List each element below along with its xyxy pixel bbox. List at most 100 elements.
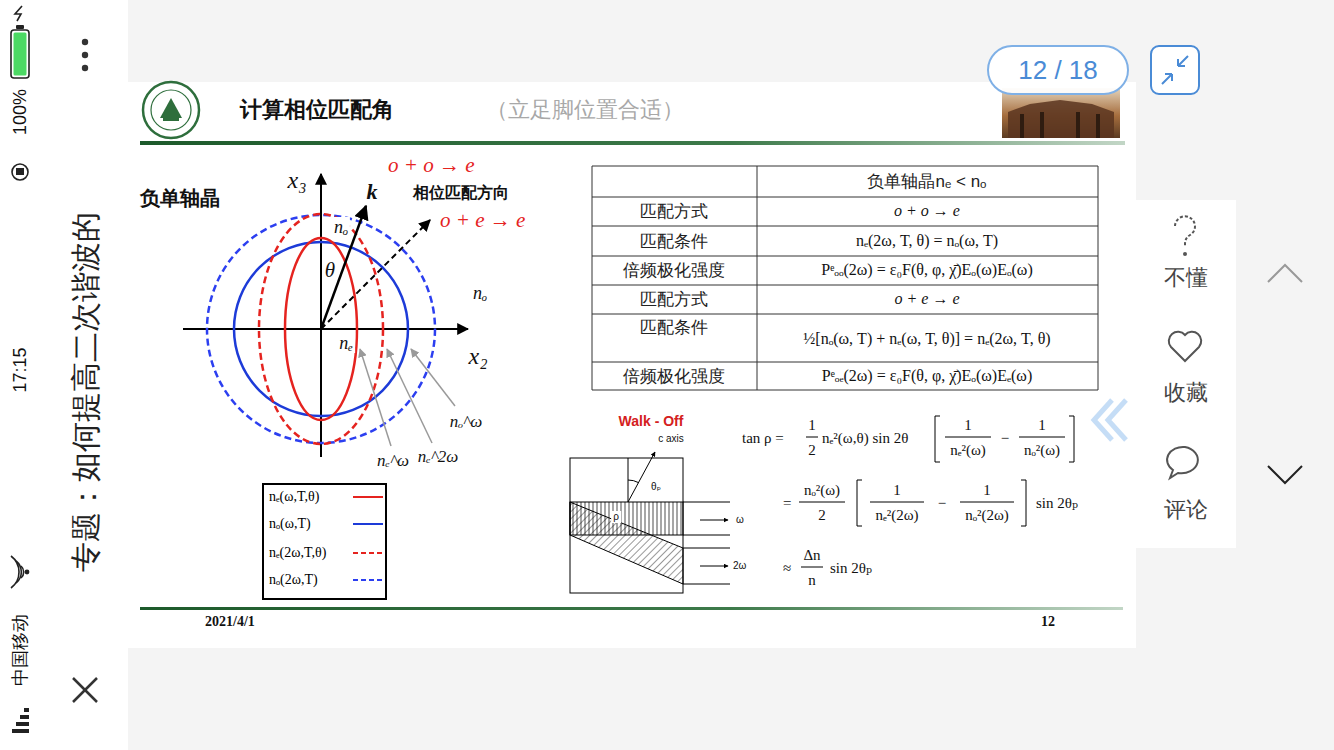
status-icons <box>14 33 27 76</box>
collapse-button <box>1162 74 1172 84</box>
table-cell: 匹配条件 <box>640 233 708 250</box>
walk-off-figure <box>628 452 655 502</box>
curve-label: nₑ^2ω <box>416 447 461 466</box>
formula-term: nₑ²(ω,θ) sin 2θ <box>822 431 908 446</box>
table-cell: Pᵉₒₑ(2ω) = ε₀F(θ, φ, χ̄)Eₒ(ω)Eₑ(ω) <box>822 368 1032 384</box>
legend-sample <box>352 570 384 590</box>
formula-term: 1 <box>1038 418 1046 433</box>
angle-label: θ <box>323 259 337 282</box>
vector-label: k <box>365 180 380 204</box>
collapse-button <box>1151 46 1199 94</box>
node-text: 收藏 <box>1164 382 1208 404</box>
formula-term: sin 2θₚ <box>1036 496 1078 511</box>
formula-rule <box>857 480 862 526</box>
legend-row: nₑ(2ω,T,θ) <box>264 543 385 563</box>
formula-rule <box>1069 416 1074 462</box>
header-photo <box>1076 112 1080 138</box>
status-icons <box>15 6 22 21</box>
table-grid <box>592 256 1098 257</box>
formula-term: sin 2θₚ <box>830 561 872 576</box>
process-label: o + o → e <box>388 155 475 176</box>
university-logo <box>163 118 179 121</box>
formula-rule <box>1019 437 1065 438</box>
formula-term: ≈ <box>783 561 791 576</box>
legend-text: nₒ(2ω,T) <box>269 573 318 587</box>
index-label: nₒ <box>471 283 489 303</box>
leader-line <box>360 349 391 446</box>
side-panel <box>1183 252 1187 256</box>
background <box>128 82 1136 648</box>
index-label: nₑ <box>337 333 355 353</box>
formula-term: nₒ²(2ω) <box>965 508 1009 523</box>
walk-off-figure <box>570 452 730 593</box>
table-cell: o + e → e <box>895 291 960 307</box>
legend-row: nₑ(ω,T,θ) <box>264 487 385 507</box>
header-photo <box>1008 100 1114 138</box>
collapse-button <box>1151 46 1199 94</box>
header-photo <box>1002 88 1120 138</box>
formula-term: tan ρ = <box>742 431 784 446</box>
status-icons <box>12 164 28 180</box>
walk-off-figure <box>570 502 683 584</box>
leader-line <box>387 349 432 443</box>
formula-rule <box>870 502 924 503</box>
action-panel: 不懂收藏评论 <box>1136 200 1236 548</box>
formula-rule <box>935 416 940 462</box>
table-cell: 匹配方式 <box>640 203 708 220</box>
status-icons <box>24 708 29 712</box>
menu-icon <box>82 65 88 71</box>
formula-term: − <box>1001 431 1009 446</box>
page-number: 12 <box>1041 615 1055 629</box>
header-photo <box>1096 114 1100 138</box>
formula-term: 1 <box>983 483 991 498</box>
walk-off-figure <box>683 548 730 549</box>
legend-row: nₒ(ω,T) <box>264 514 385 534</box>
table-cell: o + o → e <box>894 203 960 219</box>
status-icons <box>11 30 29 78</box>
title-note: （立足脚位置合适） <box>486 99 684 121</box>
angle-label: θₚ <box>649 481 663 493</box>
close-icon <box>73 678 97 702</box>
axis-label: x₂ <box>467 343 490 369</box>
legend-sample <box>352 543 384 563</box>
side-panel <box>1169 332 1201 361</box>
university-logo <box>143 82 199 138</box>
header-photo <box>1020 114 1024 138</box>
curve-label: nₑ^ω <box>375 451 411 470</box>
collapse-button <box>1178 56 1188 66</box>
formula-term: Δn <box>803 548 820 563</box>
header-photo <box>1002 88 1120 138</box>
index-ellipsoid <box>320 174 322 457</box>
table-grid <box>592 166 593 390</box>
scroll-chevron <box>1268 265 1302 483</box>
formula-term: nₒ²(ω) <box>1024 443 1060 458</box>
angle-label: ρ <box>611 511 621 523</box>
university-logo <box>151 90 191 130</box>
legend-text: nₑ(2ω,T,θ) <box>269 546 326 560</box>
table-cell: 倍频极化强度 <box>623 368 725 385</box>
legend-line <box>353 496 383 498</box>
formula-rule <box>945 437 991 438</box>
leader-line <box>360 349 455 446</box>
legend-row: nₒ(2ω,T) <box>264 570 385 590</box>
university-logo <box>160 98 182 118</box>
formula-term: nₒ²(ω) <box>804 483 840 498</box>
legend-line <box>353 552 383 554</box>
title-rule <box>140 141 1125 145</box>
formula-term: 1 <box>808 418 816 433</box>
table-grid <box>592 197 1098 198</box>
table-grid <box>592 285 1098 286</box>
header-photo <box>1040 112 1044 138</box>
status-text: 100% <box>11 89 29 135</box>
table-grid <box>592 390 1098 391</box>
title-rule <box>140 607 1123 610</box>
status-icons <box>11 556 19 588</box>
legend-sample <box>352 487 384 507</box>
legend-text: nₑ(ω,T,θ) <box>269 490 319 504</box>
legend-sample <box>352 514 384 534</box>
side-panel <box>1167 447 1198 478</box>
table-cell: 匹配方式 <box>640 291 708 308</box>
menu-icon <box>82 39 88 45</box>
